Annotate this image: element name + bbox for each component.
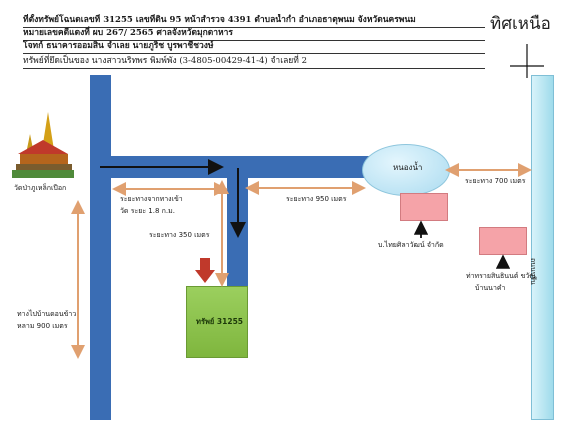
shop-building (479, 227, 527, 255)
header-line-2: หมายเลขคดีแดงที่ ผบ 267/ 2565 ศาลจังหวัด… (23, 27, 485, 41)
label-village-2: หลาม 900 เมตร (17, 322, 68, 330)
header-line-3: โจทก์ ธนาคารออมสิน จำเลย นายภูริช บูรพาช… (23, 40, 485, 54)
header-line-1: ที่ตั้งทรัพย์โฉนดเลขที่ 31255 เลขที่ดิน … (23, 14, 485, 28)
label-village-1: ทางไปบ้านดอนข้าว (17, 310, 77, 318)
pond-label: หนองน้ำ (393, 163, 423, 172)
pond (362, 144, 450, 196)
header-line-4: ทรัพย์ที่ยึดเป็นของ นางสาวนริทพร พิมพ์พั… (23, 55, 485, 69)
north-arrow-icon (510, 44, 544, 78)
label-distance-350: ระยะทาง 350 เมตร (149, 231, 210, 239)
property-marker-icon (195, 258, 215, 283)
horizontal-road-main (90, 156, 410, 178)
label-temple-entrance: ระยะทางจากทางเข้า (120, 195, 183, 203)
label-shop-1: ท่าทรายสินธินนต์ ขวัญ (466, 272, 536, 280)
label-distance-700: ระยะทาง 700 เมตร (465, 177, 526, 185)
label-temple-entrance-2: วัด ระยะ 1.8 ก.ม. (120, 207, 175, 215)
label-company: บ.ไทยศิลาวัฒน์ จำกัด (378, 241, 444, 249)
label-shop-2: บ้านนาคำ (475, 284, 506, 292)
label-distance-950: ระยะทาง 950 เมตร (286, 195, 347, 203)
temple-icon (12, 110, 74, 178)
north-label: ทิศเหนือ (490, 14, 551, 34)
property-label: ทรัพย์ 31255 (196, 317, 244, 326)
temple-label: วัดป่าภูเหล็กเปือก (14, 184, 67, 192)
vertical-road-right (531, 75, 554, 420)
